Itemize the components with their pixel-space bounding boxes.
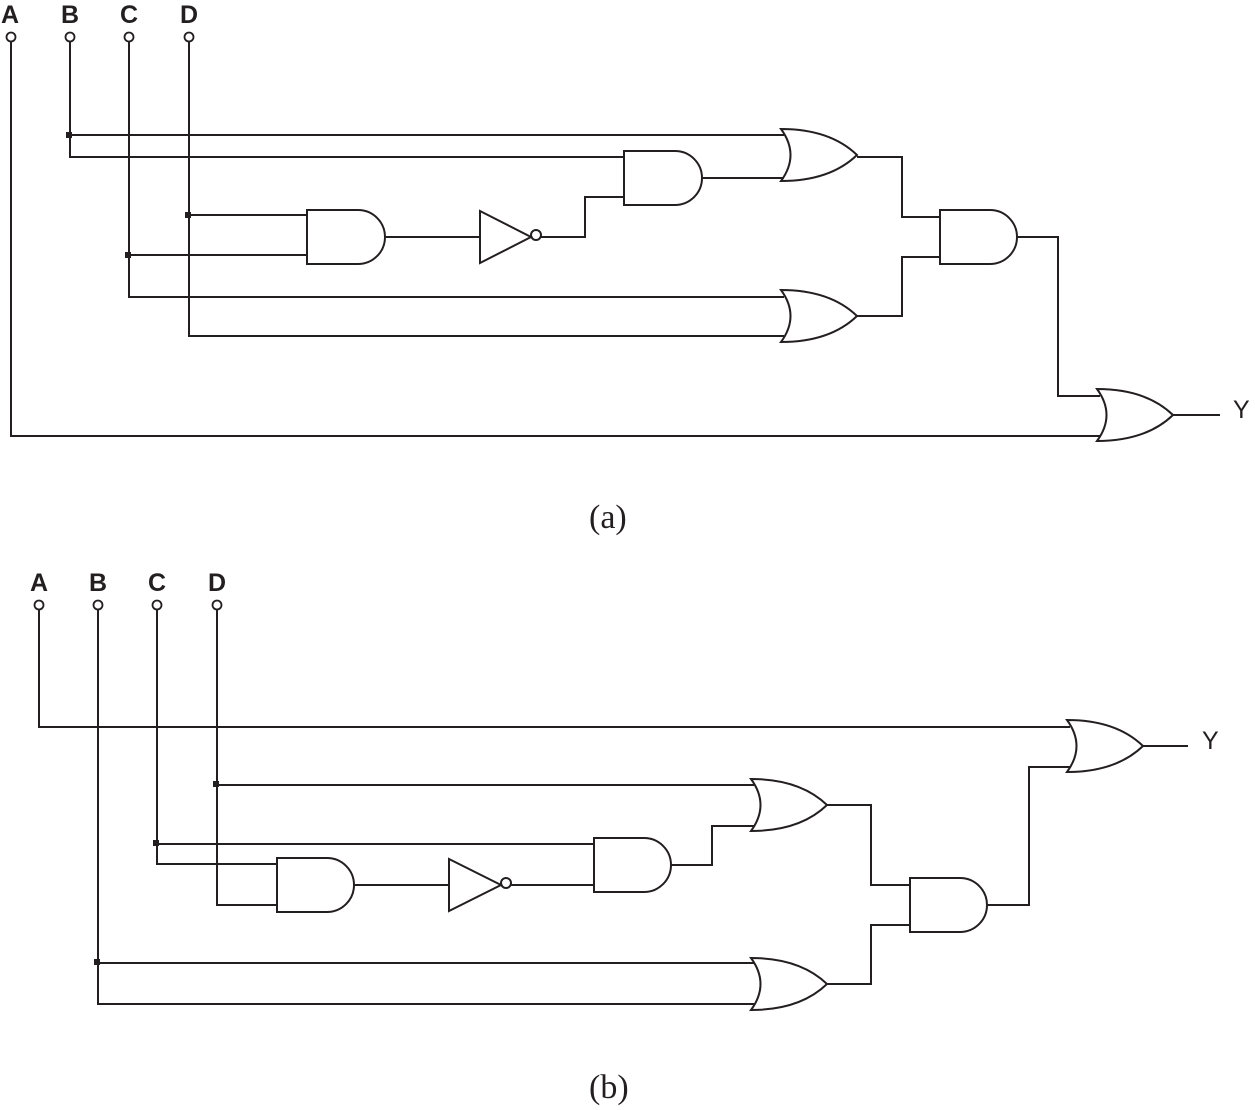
wire-b-B-to-or-bottom (97, 610, 754, 1005)
not-bubble-a (530, 229, 542, 241)
junction-dot-a-D (185, 212, 191, 218)
wire-a-not-to-and2 (541, 196, 624, 238)
and-gate-a-3 (939, 209, 1018, 265)
input-terminal-b-C (151, 599, 163, 611)
circuit-a: A B C D (1, 1, 1250, 536)
wire-a-C-to-or-bottom (128, 42, 784, 298)
input-label-a-A: A (1, 1, 19, 29)
input-terminal-a-A (5, 31, 17, 43)
wire-a-and3-to-or-final (1017, 236, 1100, 397)
and-gate-a-2 (623, 150, 703, 206)
wire-a-or2-to-and3 (857, 256, 940, 317)
not-gate-a (479, 209, 534, 265)
junction-dot-a-B (66, 132, 72, 138)
input-label-b-A: A (30, 569, 48, 597)
input-terminal-b-B (92, 599, 104, 611)
or-gate-b-2 (749, 956, 829, 1012)
input-terminal-a-D (183, 31, 195, 43)
and-gate-b-1 (276, 857, 355, 913)
input-terminal-b-A (33, 599, 45, 611)
wire-b-C-to-and-left (156, 610, 277, 865)
input-terminal-b-D (211, 599, 223, 611)
input-label-b-D: D (208, 569, 226, 597)
or-gate-a-2 (779, 288, 859, 344)
input-label-a-C: C (120, 1, 138, 29)
or-gate-a-1 (779, 127, 859, 183)
input-label-b-B: B (89, 569, 107, 597)
caption-a: (a) (589, 499, 627, 536)
input-terminal-a-C (123, 31, 135, 43)
wire-b-and3-to-or-final (987, 766, 1070, 906)
input-label-a-D: D (180, 1, 198, 29)
junction-dot-b-D (213, 781, 219, 787)
output-label-b-Y: Y (1202, 727, 1219, 755)
wire-a-D-to-or-bottom (188, 42, 784, 337)
circuit-b: A B C D (30, 569, 1219, 1106)
not-gate-b (448, 857, 504, 913)
not-bubble-b (500, 877, 512, 889)
wire-b-A-to-or-final (38, 610, 1070, 728)
caption-b: (b) (589, 1069, 629, 1106)
junction-dot-b-B (94, 959, 100, 965)
wire-a-or1-to-and3 (857, 156, 940, 218)
wire-b-or1-to-and3 (827, 804, 910, 886)
and-gate-b-3 (909, 877, 988, 933)
and-gate-b-2 (593, 837, 672, 893)
or-gate-b-final (1065, 718, 1145, 774)
wire-a-A (10, 42, 1100, 437)
or-gate-b-1 (749, 777, 829, 833)
or-gate-a-final (1095, 387, 1175, 443)
and-gate-a-1 (306, 209, 386, 265)
wire-b-D-to-and-left (216, 610, 277, 906)
input-label-b-C: C (148, 569, 166, 597)
wire-b-or2-to-and3 (827, 924, 910, 985)
wire-a-B-to-and-top (69, 42, 624, 158)
output-label-a-Y: Y (1233, 396, 1250, 424)
junction-dot-a-C (125, 252, 131, 258)
junction-dot-b-C (153, 840, 159, 846)
input-terminal-a-B (64, 31, 76, 43)
input-label-a-B: B (61, 1, 79, 29)
wire-b-and2-to-or-top (671, 825, 754, 866)
